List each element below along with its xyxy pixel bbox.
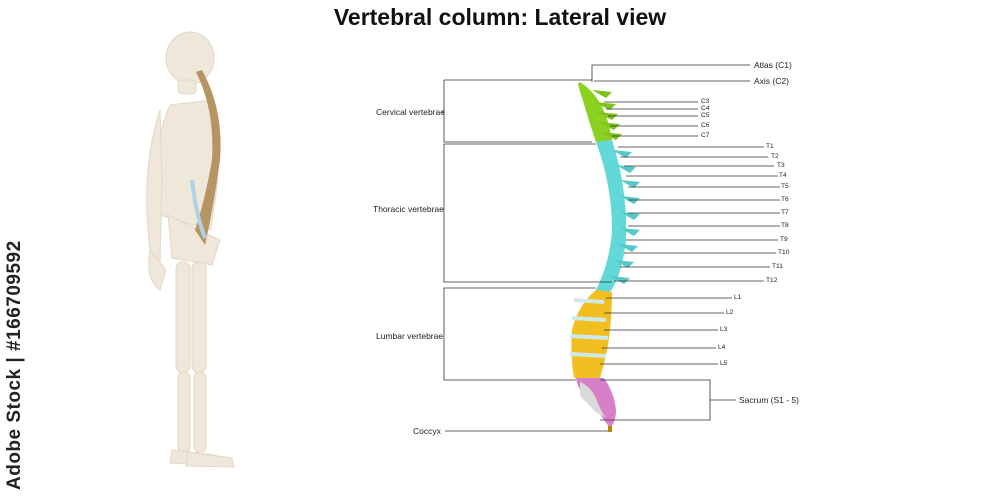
- label-t8: T8: [781, 222, 789, 229]
- label-cervical-vertebrae: Cervical vertebrae: [376, 107, 445, 117]
- label-axis: Axis (C2): [754, 76, 789, 86]
- leader-lines: [442, 64, 780, 432]
- label-atlas: Atlas (C1): [754, 60, 792, 70]
- label-l2: L2: [726, 309, 734, 316]
- label-t3: T3: [777, 162, 785, 169]
- label-t5: T5: [781, 183, 789, 190]
- label-t11: T11: [772, 263, 783, 270]
- label-coccyx: Coccyx: [413, 426, 441, 436]
- label-t1: T1: [766, 143, 774, 150]
- label-sacrum: Sacrum (S1 - 5): [739, 395, 799, 405]
- label-t2: T2: [771, 153, 779, 160]
- skeleton-figure: [146, 31, 235, 468]
- sacrum-section: [576, 378, 616, 432]
- label-thoracic-vertebrae: Thoracic vertebrae: [373, 204, 444, 214]
- label-c4: C4: [701, 105, 710, 112]
- label-t12: T12: [766, 277, 778, 284]
- label-c6: C6: [701, 122, 710, 129]
- label-t4: T4: [779, 172, 787, 179]
- label-t6: T6: [781, 196, 789, 203]
- label-c5: C5: [701, 112, 710, 119]
- cervical-section: [578, 82, 622, 142]
- label-l1: L1: [734, 294, 742, 301]
- label-c3: C3: [701, 98, 710, 105]
- label-t9: T9: [780, 236, 788, 243]
- skeleton-spine: [190, 70, 221, 245]
- label-lumbar-vertebrae: Lumbar vertebrae: [376, 331, 444, 341]
- label-c7: C7: [701, 132, 710, 139]
- diagram-title: Vertebral column: Lateral view: [333, 4, 667, 30]
- label-t7: T7: [781, 209, 789, 216]
- label-l4: L4: [718, 344, 726, 351]
- thoracic-section: [596, 140, 640, 292]
- label-t10: T10: [778, 249, 790, 256]
- label-l3: L3: [720, 326, 728, 333]
- label-l5: L5: [720, 360, 728, 367]
- lumbar-section: [569, 290, 612, 378]
